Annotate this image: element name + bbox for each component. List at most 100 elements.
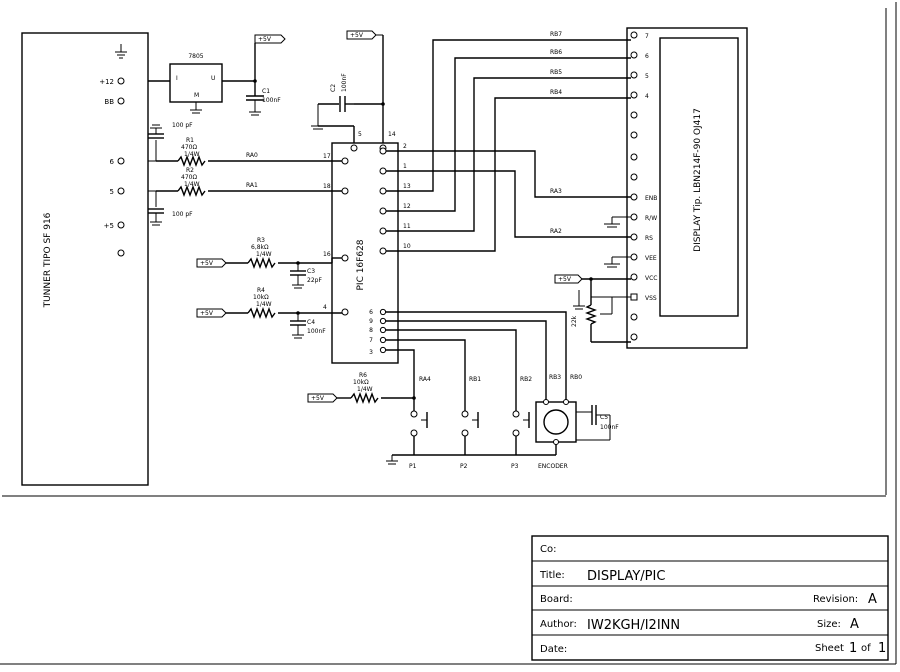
svg-text:4: 4 xyxy=(645,93,649,100)
net-label-rb6: RB6 xyxy=(550,49,562,56)
svg-text:R1: R1 xyxy=(186,137,194,144)
svg-text:R/W: R/W xyxy=(645,215,657,222)
svg-text:10: 10 xyxy=(403,243,411,250)
svg-text:6: 6 xyxy=(645,53,649,60)
svg-text:+5V: +5V xyxy=(258,36,272,43)
title-block-sheet-label: Sheet xyxy=(815,643,844,654)
capacitor-c5: C5 100nF xyxy=(576,405,619,441)
tuner-pin-label: +5 xyxy=(104,222,114,230)
svg-text:VEE: VEE xyxy=(645,255,657,262)
display-power-wiring: +5V 22k xyxy=(554,216,631,343)
mcu-label: PIC 16F628 xyxy=(356,239,366,290)
svg-text:12: 12 xyxy=(403,203,411,210)
title-block-revision-label: Revision: xyxy=(813,594,858,605)
tuner-label: TUNNER TIPO SF 916 xyxy=(43,212,53,308)
net-label-rb5: RB5 xyxy=(550,69,562,76)
svg-text:2: 2 xyxy=(403,143,407,150)
svg-text:22pF: 22pF xyxy=(307,277,322,284)
svg-text:22k: 22k xyxy=(571,315,578,327)
title-block-sheet-of: of xyxy=(861,643,871,654)
net-label-ra1: RA1 xyxy=(246,182,258,189)
svg-text:+5V: +5V xyxy=(200,310,214,317)
svg-text:100nF: 100nF xyxy=(262,97,281,104)
title-block-sheet-number: 1 xyxy=(849,641,857,656)
net-label-ra0: RA0 xyxy=(246,152,258,159)
title-block-author-value: IW2KGH/I2INN xyxy=(587,618,680,633)
tuner-module: TUNNER TIPO SF 916 +12 BB 6 5 +5 xyxy=(21,32,149,486)
svg-text:1/4W: 1/4W xyxy=(184,151,200,158)
title-block-revision-value: A xyxy=(868,592,877,607)
tuner-pin-label: BB xyxy=(104,98,114,106)
tuner-pin-label: 6 xyxy=(110,158,115,166)
svg-text:+5V: +5V xyxy=(200,260,214,267)
capacitor-c4: C4 100nF xyxy=(290,313,326,339)
svg-text:7: 7 xyxy=(645,33,649,40)
supply-tag: +5V xyxy=(307,393,338,403)
svg-text:+5V: +5V xyxy=(311,395,325,402)
resistor-r1: R1 470Ω 1/4W xyxy=(156,137,345,167)
net-label-rb0: RB0 xyxy=(570,374,582,381)
supply-tag: +5V xyxy=(196,258,227,268)
svg-text:100 pF: 100 pF xyxy=(172,122,193,129)
capacitor-c3: C3 22pF xyxy=(290,263,322,289)
net-label-rb1: RB1 xyxy=(469,376,481,383)
net-label-rb4: RB4 xyxy=(550,89,562,96)
svg-text:U: U xyxy=(211,75,215,82)
net-label-ra3: RA3 xyxy=(550,188,562,195)
svg-text:I: I xyxy=(176,75,178,82)
svg-text:C4: C4 xyxy=(307,319,315,326)
svg-text:11: 11 xyxy=(403,223,411,230)
svg-text:100nF: 100nF xyxy=(307,328,326,335)
title-block-board-label: Board: xyxy=(540,594,573,605)
title-block-size-label: Size: xyxy=(817,619,841,630)
svg-text:8: 8 xyxy=(369,327,373,334)
svg-text:P2: P2 xyxy=(460,463,468,470)
pushbutton-p3: P3 xyxy=(511,410,530,470)
svg-text:P3: P3 xyxy=(511,463,519,470)
capacitor-bottom-100pf: 100 pF xyxy=(148,190,193,226)
svg-text:6: 6 xyxy=(369,309,373,316)
title-block-co-label: Co: xyxy=(540,544,556,555)
pushbutton-p1: P1 xyxy=(409,410,428,470)
title-block: Co: Title: DISPLAY/PIC Board: Revision: … xyxy=(531,535,889,661)
title-block-sheet-total: 1 xyxy=(878,641,886,656)
switch-wires: RA4 RB1 RB2 RB3 RB0 xyxy=(386,311,582,412)
data-bus-wires: RB7 RB6 RB5 RB4 RA3 RA2 xyxy=(386,31,631,252)
title-block-size-value: A xyxy=(850,617,859,632)
capacitor-top-100pf: 100 pF xyxy=(148,122,193,162)
svg-text:1/4W: 1/4W xyxy=(256,301,272,308)
svg-text:3: 3 xyxy=(369,349,373,356)
svg-text:M: M xyxy=(194,92,199,99)
tuner-pin-label: +12 xyxy=(99,78,114,86)
svg-text:6,8kΩ: 6,8kΩ xyxy=(251,244,269,251)
svg-text:ENB: ENB xyxy=(645,195,657,202)
svg-text:7: 7 xyxy=(369,337,373,344)
net-label-rb3: RB3 xyxy=(549,374,561,381)
svg-text:+5V: +5V xyxy=(350,32,364,39)
svg-text:VSS: VSS xyxy=(645,295,657,302)
supply-tag: +5V xyxy=(346,30,377,40)
svg-text:C3: C3 xyxy=(307,268,315,275)
ground-rail xyxy=(386,454,556,465)
tuner-pin-label: 5 xyxy=(110,188,114,196)
net-label-ra2: RA2 xyxy=(550,228,562,235)
title-block-author-label: Author: xyxy=(540,619,577,630)
svg-text:17: 17 xyxy=(323,153,331,160)
rotary-encoder: ENCODER xyxy=(535,399,577,470)
display-label: DISPLAY Tip. LBN214F-90 OJ417 xyxy=(693,108,703,252)
svg-text:10kΩ: 10kΩ xyxy=(253,294,269,301)
svg-text:1: 1 xyxy=(403,163,407,170)
supply-tag: +5V xyxy=(196,308,227,318)
svg-text:R6: R6 xyxy=(359,372,367,379)
svg-text:1/4W: 1/4W xyxy=(184,181,200,188)
svg-text:10kΩ: 10kΩ xyxy=(353,379,369,386)
title-block-title-label: Title: xyxy=(539,570,565,581)
svg-text:P1: P1 xyxy=(409,463,417,470)
svg-text:5: 5 xyxy=(358,131,362,138)
svg-text:RS: RS xyxy=(645,235,653,242)
resistor-r4: R4 10kΩ 1/4W xyxy=(226,287,342,319)
resistor-r3: R3 6,8kΩ 1/4W xyxy=(226,237,342,269)
svg-text:4: 4 xyxy=(323,304,327,311)
svg-text:1/4W: 1/4W xyxy=(357,386,373,393)
